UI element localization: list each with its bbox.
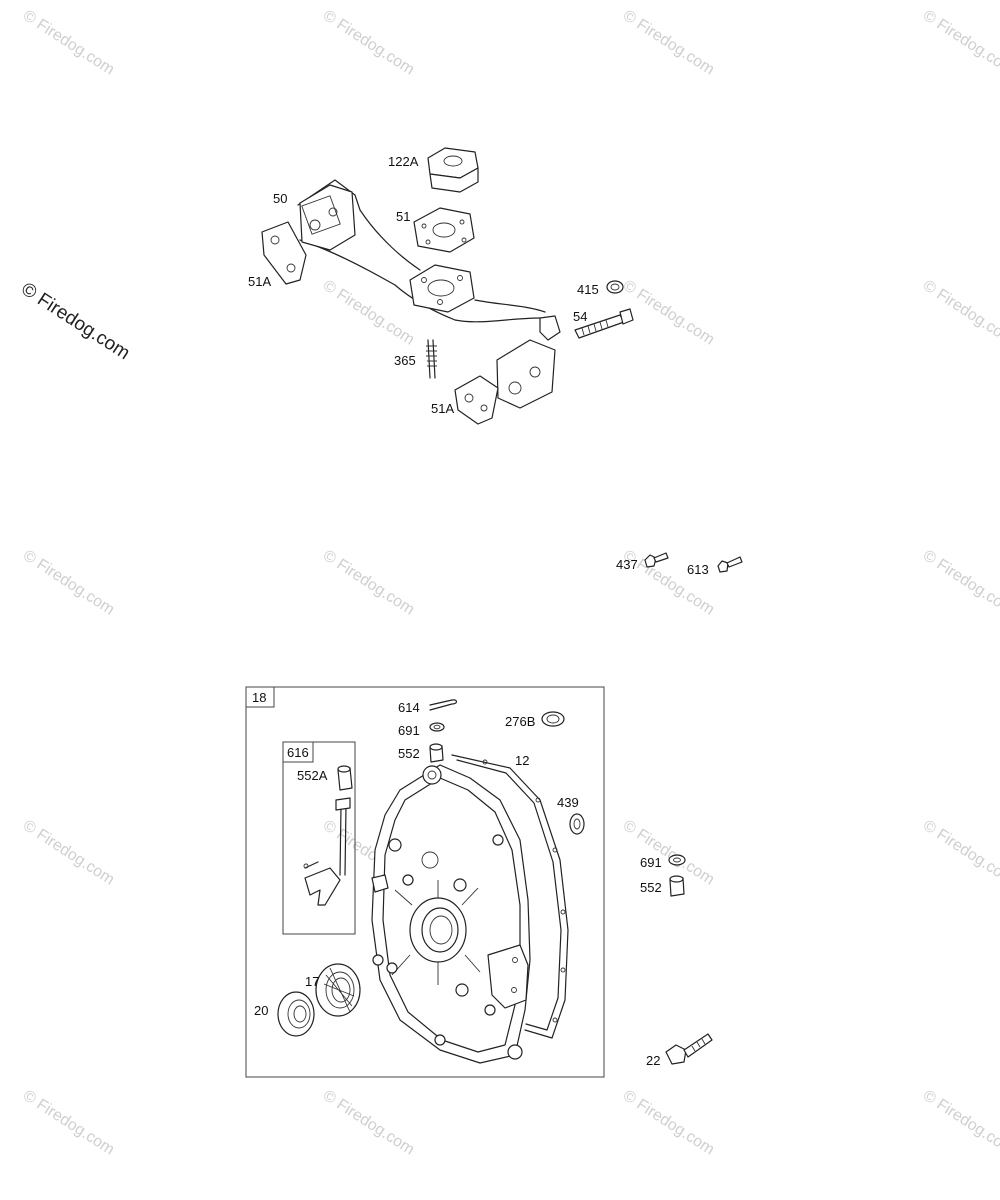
label-51: 51	[396, 209, 410, 224]
part-crankcase-cover	[371, 764, 531, 1064]
kit-18-frame	[245, 686, 605, 1078]
label-20: 20	[254, 1003, 268, 1018]
part-365-stud	[426, 339, 437, 379]
label-415: 415	[577, 282, 599, 297]
watermark: © Firedog.com	[620, 277, 717, 349]
label-17: 17	[305, 974, 319, 989]
part-12-gasket	[451, 754, 569, 1039]
label-365: 365	[394, 353, 416, 368]
part-122A-spacer	[427, 147, 479, 193]
watermark: © Firedog.com	[20, 1087, 117, 1159]
label-12: 12	[515, 753, 529, 768]
label-51A-lower: 51A	[431, 401, 454, 416]
label-122A: 122A	[388, 154, 419, 169]
label-614: 614	[398, 700, 420, 715]
part-437-bolt	[644, 552, 669, 568]
label-54: 54	[573, 309, 587, 324]
part-552A-bushing	[337, 765, 353, 791]
copyright-text: © Firedog.com	[17, 279, 133, 365]
part-50-manifold	[297, 179, 561, 409]
watermark: © Firedog.com	[620, 817, 717, 889]
kit-616-frame	[282, 741, 356, 935]
part-552-bushing-side	[669, 875, 685, 897]
label-616: 616	[287, 745, 309, 760]
label-439: 439	[557, 795, 579, 810]
part-552-bushing-top	[429, 743, 444, 763]
intake-manifold-assembly	[261, 147, 634, 425]
watermark: © Firedog.com	[20, 817, 117, 889]
label-552-side: 552	[640, 880, 662, 895]
label-437: 437	[616, 557, 638, 572]
watermark: © Firedog.com	[920, 1087, 1000, 1159]
watermark: © Firedog.com	[20, 7, 117, 79]
part-51-gasket	[413, 207, 475, 253]
part-439-washer	[569, 813, 585, 835]
watermark: © Firedog.com	[320, 7, 417, 79]
part-691-washer-side	[668, 854, 686, 866]
part-54-bolt	[574, 308, 634, 339]
watermark: © Firedog.com	[620, 1087, 717, 1159]
watermark: © Firedog.com	[320, 277, 417, 349]
part-20-oil-seal	[277, 991, 315, 1037]
label-613: 613	[687, 562, 709, 577]
label-22: 22	[646, 1053, 660, 1068]
watermark: © Firedog.com	[920, 547, 1000, 619]
part-51A-gasket-lower	[454, 375, 499, 425]
watermark: © Firedog.com	[920, 277, 1000, 349]
part-614-pin	[429, 699, 458, 711]
watermark: © Firedog.com	[20, 547, 117, 619]
part-51A-gasket-left	[261, 221, 307, 285]
label-552A: 552A	[297, 768, 328, 783]
label-691-top: 691	[398, 723, 420, 738]
label-552-top: 552	[398, 746, 420, 761]
part-22-bolt	[665, 1033, 713, 1065]
label-691-side: 691	[640, 855, 662, 870]
part-415-nut	[606, 280, 624, 294]
watermark: © Firedog.com	[320, 1087, 417, 1159]
part-613-bolt	[717, 556, 743, 573]
label-18: 18	[252, 690, 266, 705]
label-51A-left: 51A	[248, 274, 271, 289]
part-691-washer-top	[429, 722, 445, 732]
watermark: © Firedog.com	[320, 547, 417, 619]
label-276B: 276B	[505, 714, 535, 729]
part-276B-seal	[541, 711, 565, 727]
watermark: © Firedog.com	[920, 817, 1000, 889]
label-50: 50	[273, 191, 287, 206]
watermark: © Firedog.com	[620, 7, 717, 79]
watermark: © Firedog.com	[920, 7, 1000, 79]
part-governor-shaft	[303, 797, 351, 906]
part-17-bearing	[315, 963, 361, 1017]
